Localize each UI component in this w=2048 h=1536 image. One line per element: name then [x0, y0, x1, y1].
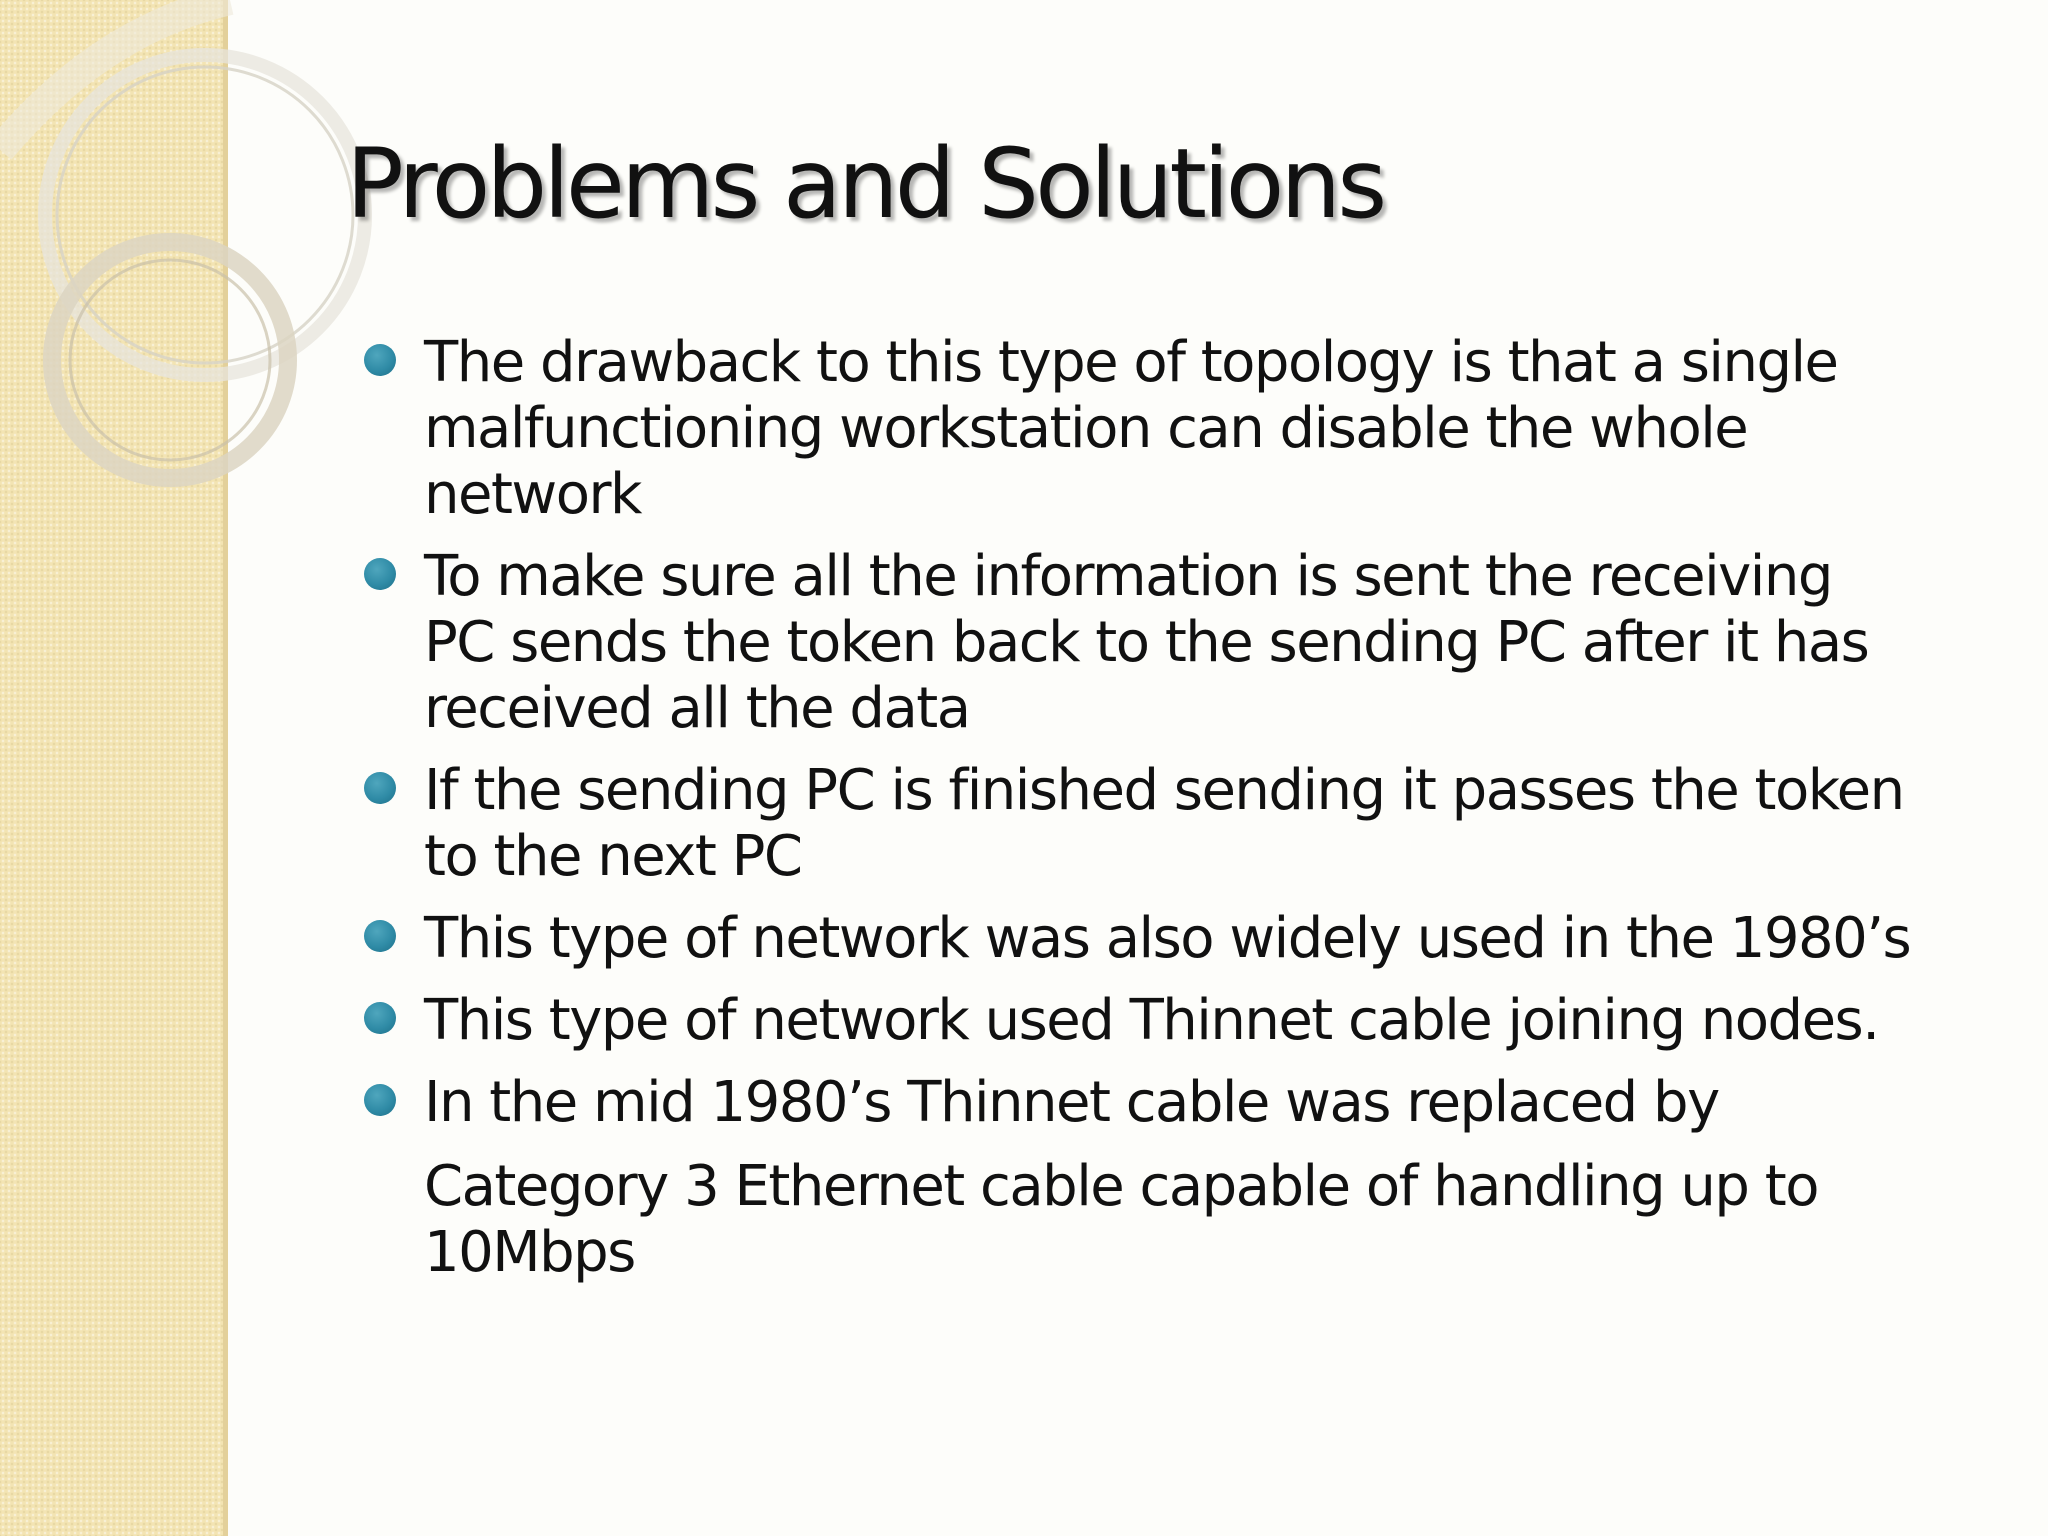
- bullet-item: This type of network was also widely use…: [358, 906, 2038, 972]
- side-band-edge: [223, 0, 228, 1536]
- bullet-item: If the sending PC is finished sending it…: [358, 758, 2038, 890]
- bullet-item: This type of network used Thinnet cable …: [358, 988, 2038, 1054]
- bullet-line: network: [424, 462, 642, 527]
- bullet-line: To make sure all the information is sent…: [424, 544, 1833, 609]
- bullet-item: In the mid 1980’s Thinnet cable was repl…: [358, 1070, 2038, 1286]
- bullet-line: If the sending PC is finished sending it…: [424, 758, 1905, 823]
- bullet-line: The drawback to this type of topology is…: [424, 330, 1839, 395]
- bullet-line: to the next PC: [424, 824, 803, 889]
- decorative-rings: [0, 0, 372, 487]
- bullet-dot-icon: [364, 558, 396, 590]
- bullet-line: PC sends the token back to the sending P…: [424, 610, 1870, 675]
- bullet-dot-icon: [364, 344, 396, 376]
- bullet-dot-icon: [364, 920, 396, 952]
- slide-title: Problems and Solutions: [346, 128, 1387, 240]
- bullet-text: To make sure all the information is sent…: [424, 544, 2038, 742]
- bullet-line: received all the data: [424, 676, 971, 741]
- bullet-text: The drawback to this type of topology is…: [424, 330, 2038, 528]
- bullet-text: In the mid 1980’s Thinnet cable was repl…: [424, 1070, 2038, 1286]
- bullet-dot-icon: [364, 1084, 396, 1116]
- bullet-line: malfunctioning workstation can disable t…: [424, 396, 1749, 461]
- bullet-dot-icon: [364, 1002, 396, 1034]
- bullet-text: This type of network used Thinnet cable …: [424, 988, 2038, 1054]
- bullet-line: Category 3 Ethernet cable capable of han…: [424, 1154, 1820, 1219]
- bullet-text: If the sending PC is finished sending it…: [424, 758, 2038, 890]
- bullet-dot-icon: [364, 772, 396, 804]
- bullet-item: To make sure all the information is sent…: [358, 544, 2038, 742]
- bullet-line: In the mid 1980’s Thinnet cable was repl…: [424, 1070, 1720, 1135]
- bullet-item: The drawback to this type of topology is…: [358, 330, 2038, 528]
- bullet-text: This type of network was also widely use…: [424, 906, 2038, 972]
- bullet-line: This type of network was also widely use…: [424, 906, 1912, 971]
- bullet-line: 10Mbps: [424, 1220, 636, 1285]
- bullet-list: The drawback to this type of topology is…: [358, 330, 2038, 1286]
- bullet-line: This type of network used Thinnet cable …: [424, 988, 1880, 1053]
